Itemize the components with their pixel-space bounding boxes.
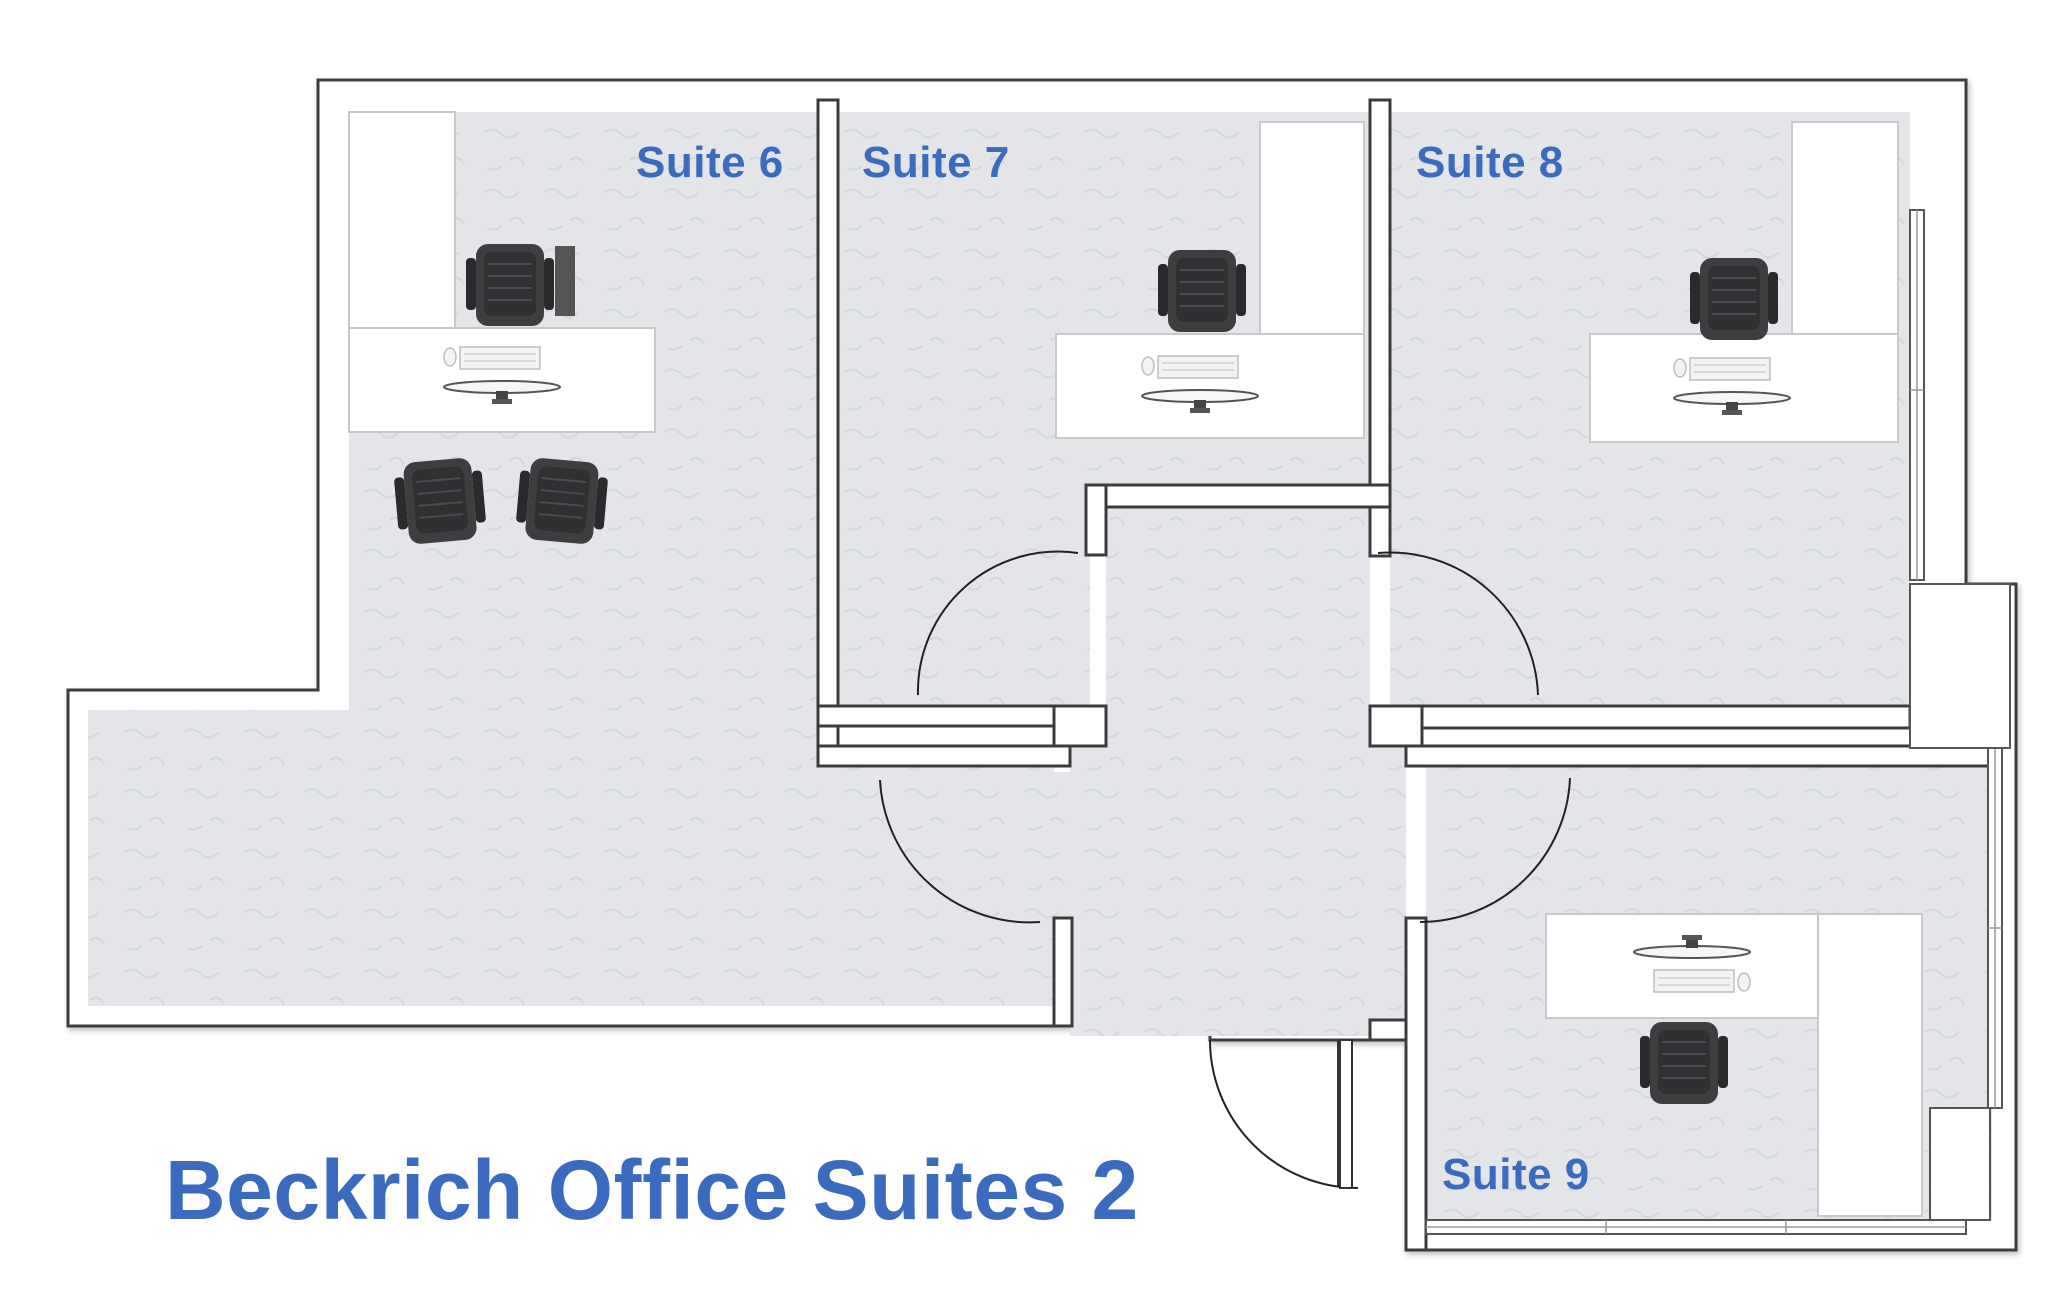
main-open-area-floor: [88, 112, 1070, 1006]
wall-suite7-corridor-top: [1084, 483, 1392, 509]
suite-7-label: Suite 7: [862, 138, 1010, 187]
door-suite8: [1377, 551, 1539, 696]
furniture-suite-6: [348, 111, 656, 547]
desk-chair-suite7: [1157, 249, 1247, 333]
wall-suite7-corridor-side: [1084, 483, 1108, 557]
wall-open-area-bottom-right: [816, 744, 1072, 768]
wall-corridor-bottom-stub: [1368, 1018, 1408, 1042]
wall-suite7-8: [1368, 98, 1392, 558]
desk-suite8: [1589, 333, 1899, 443]
suite-6-label: Suite 6: [636, 138, 784, 187]
corridor-floor: [1086, 506, 1370, 746]
suite-9-label: Suite 9: [1442, 1150, 1590, 1199]
desk-chair-suite6: [465, 243, 555, 327]
cabinet-suite7: [1259, 121, 1365, 335]
furniture-suite-8: [1589, 121, 1899, 443]
wall-open-area-corridor-lower: [1052, 916, 1074, 1028]
door-open-area: [879, 779, 1041, 924]
cabinet-suite8: [1791, 121, 1899, 335]
cabinet-suite6: [348, 111, 456, 329]
doors: [879, 550, 1571, 1189]
desk-chair-suite8: [1689, 257, 1779, 341]
wall-suite8-bottom-stub: [1368, 704, 1424, 748]
wall-suite6-7: [816, 98, 840, 748]
wall-suite8-bottom: [1368, 704, 1912, 730]
desk-chair-suite9: [1639, 1021, 1729, 1105]
wall-suite9-top: [1404, 744, 1994, 768]
furniture-suite-7: [1055, 121, 1365, 439]
plan-title: Beckrich Office Suites 2: [165, 1143, 1139, 1237]
windows: [1425, 209, 2011, 1235]
furniture-suite-9: [1545, 913, 1923, 1217]
corridor-lower-floor: [1070, 746, 1406, 1036]
return-desk-suite9: [1817, 913, 1923, 1217]
column-east: [1909, 583, 2011, 749]
wall-suite9-left: [1404, 916, 1428, 1252]
door-suite7: [916, 550, 1079, 696]
door-entry: [1209, 1039, 1359, 1189]
door-suite9: [1419, 777, 1571, 924]
desk-suite9: [1545, 913, 1819, 1019]
interior-walls: [816, 98, 1994, 1252]
wall-suite7-bottom-stub: [1052, 704, 1108, 748]
desk-suite7: [1055, 333, 1365, 439]
suite-8-label: Suite 8: [1416, 138, 1564, 187]
column-southeast: [1929, 1107, 1991, 1221]
